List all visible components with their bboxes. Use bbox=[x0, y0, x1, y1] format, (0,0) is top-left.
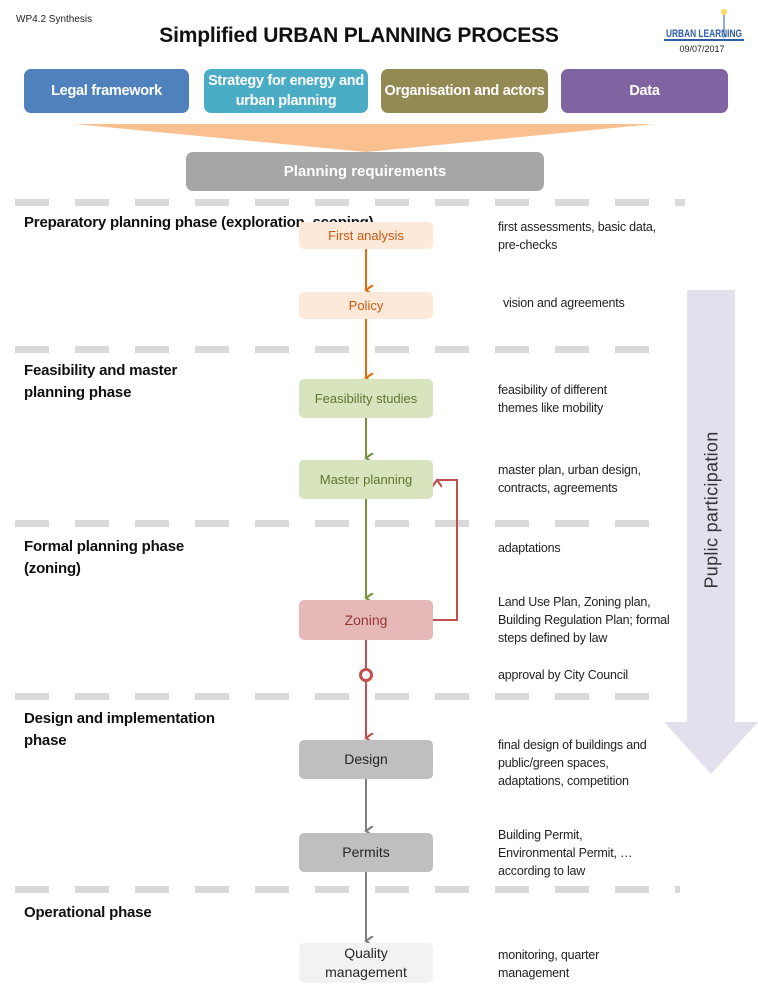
document-label: WP4.2 Synthesis bbox=[16, 14, 93, 25]
input-strategy: Strategy for energy and urban planning bbox=[204, 69, 368, 113]
date-label: 09/07/2017 bbox=[679, 44, 725, 54]
diagram-title: Simplified URBAN PLANNING PROCESS bbox=[159, 24, 559, 47]
desc-zoning: Land Use Plan, Zoning plan, Building Reg… bbox=[498, 595, 670, 645]
desc-adaptations: adaptations bbox=[498, 541, 561, 555]
input-legal-framework: Legal framework bbox=[24, 69, 189, 113]
feedback-loop-arrow bbox=[433, 480, 458, 621]
phase-divider bbox=[15, 346, 665, 353]
step-zoning: Zoning bbox=[299, 600, 433, 640]
logo-text: URBAN LEARNING bbox=[666, 28, 742, 40]
desc-design: final design of buildings and public/gre… bbox=[498, 738, 647, 788]
desc-policy: vision and agreements bbox=[503, 296, 625, 310]
step-quality-management: Quality management bbox=[299, 943, 433, 983]
step-feasibility-studies: Feasibility studies bbox=[299, 379, 433, 418]
desc-feasibility-studies: feasibility of different themes like mob… bbox=[498, 383, 607, 415]
desc-approval: approval by City Council bbox=[498, 668, 628, 682]
input-organisation: Organisation and actors bbox=[381, 69, 548, 113]
funnel-arrow bbox=[74, 124, 654, 152]
phase-preparatory: Preparatory planning phase (exploration,… bbox=[24, 214, 374, 231]
desc-permits: Building Permit, Environmental Permit, …… bbox=[498, 828, 633, 878]
step-master-planning: Master planning bbox=[299, 460, 433, 499]
step-policy: Policy bbox=[299, 292, 433, 319]
approval-milestone-icon bbox=[359, 668, 373, 682]
phase-formal: Formal planning phase (zoning) bbox=[24, 538, 184, 577]
phase-divider bbox=[15, 520, 665, 527]
participation-arrow bbox=[664, 290, 758, 774]
urban-learning-logo: URBAN LEARNING bbox=[664, 9, 744, 41]
desc-master-planning: master plan, urban design, contracts, ag… bbox=[498, 463, 641, 495]
desc-first-analysis: first assessments, basic data, pre-check… bbox=[498, 220, 656, 252]
phase-feasibility: Feasibility and master planning phase bbox=[24, 362, 178, 401]
planning-requirements: Planning requirements bbox=[186, 152, 544, 191]
input-data: Data bbox=[561, 69, 728, 113]
step-first-analysis: First analysis bbox=[299, 222, 433, 249]
phase-divider bbox=[15, 693, 665, 700]
desc-quality-management: monitoring, quarter management bbox=[498, 948, 600, 980]
phase-divider bbox=[15, 199, 685, 206]
phase-operational: Operational phase bbox=[24, 904, 152, 921]
phase-divider bbox=[15, 886, 680, 893]
phase-design: Design and implementation phase bbox=[24, 710, 215, 749]
step-permits: Permits bbox=[299, 833, 433, 872]
step-design: Design bbox=[299, 740, 433, 779]
logo-sun-icon bbox=[721, 9, 727, 15]
